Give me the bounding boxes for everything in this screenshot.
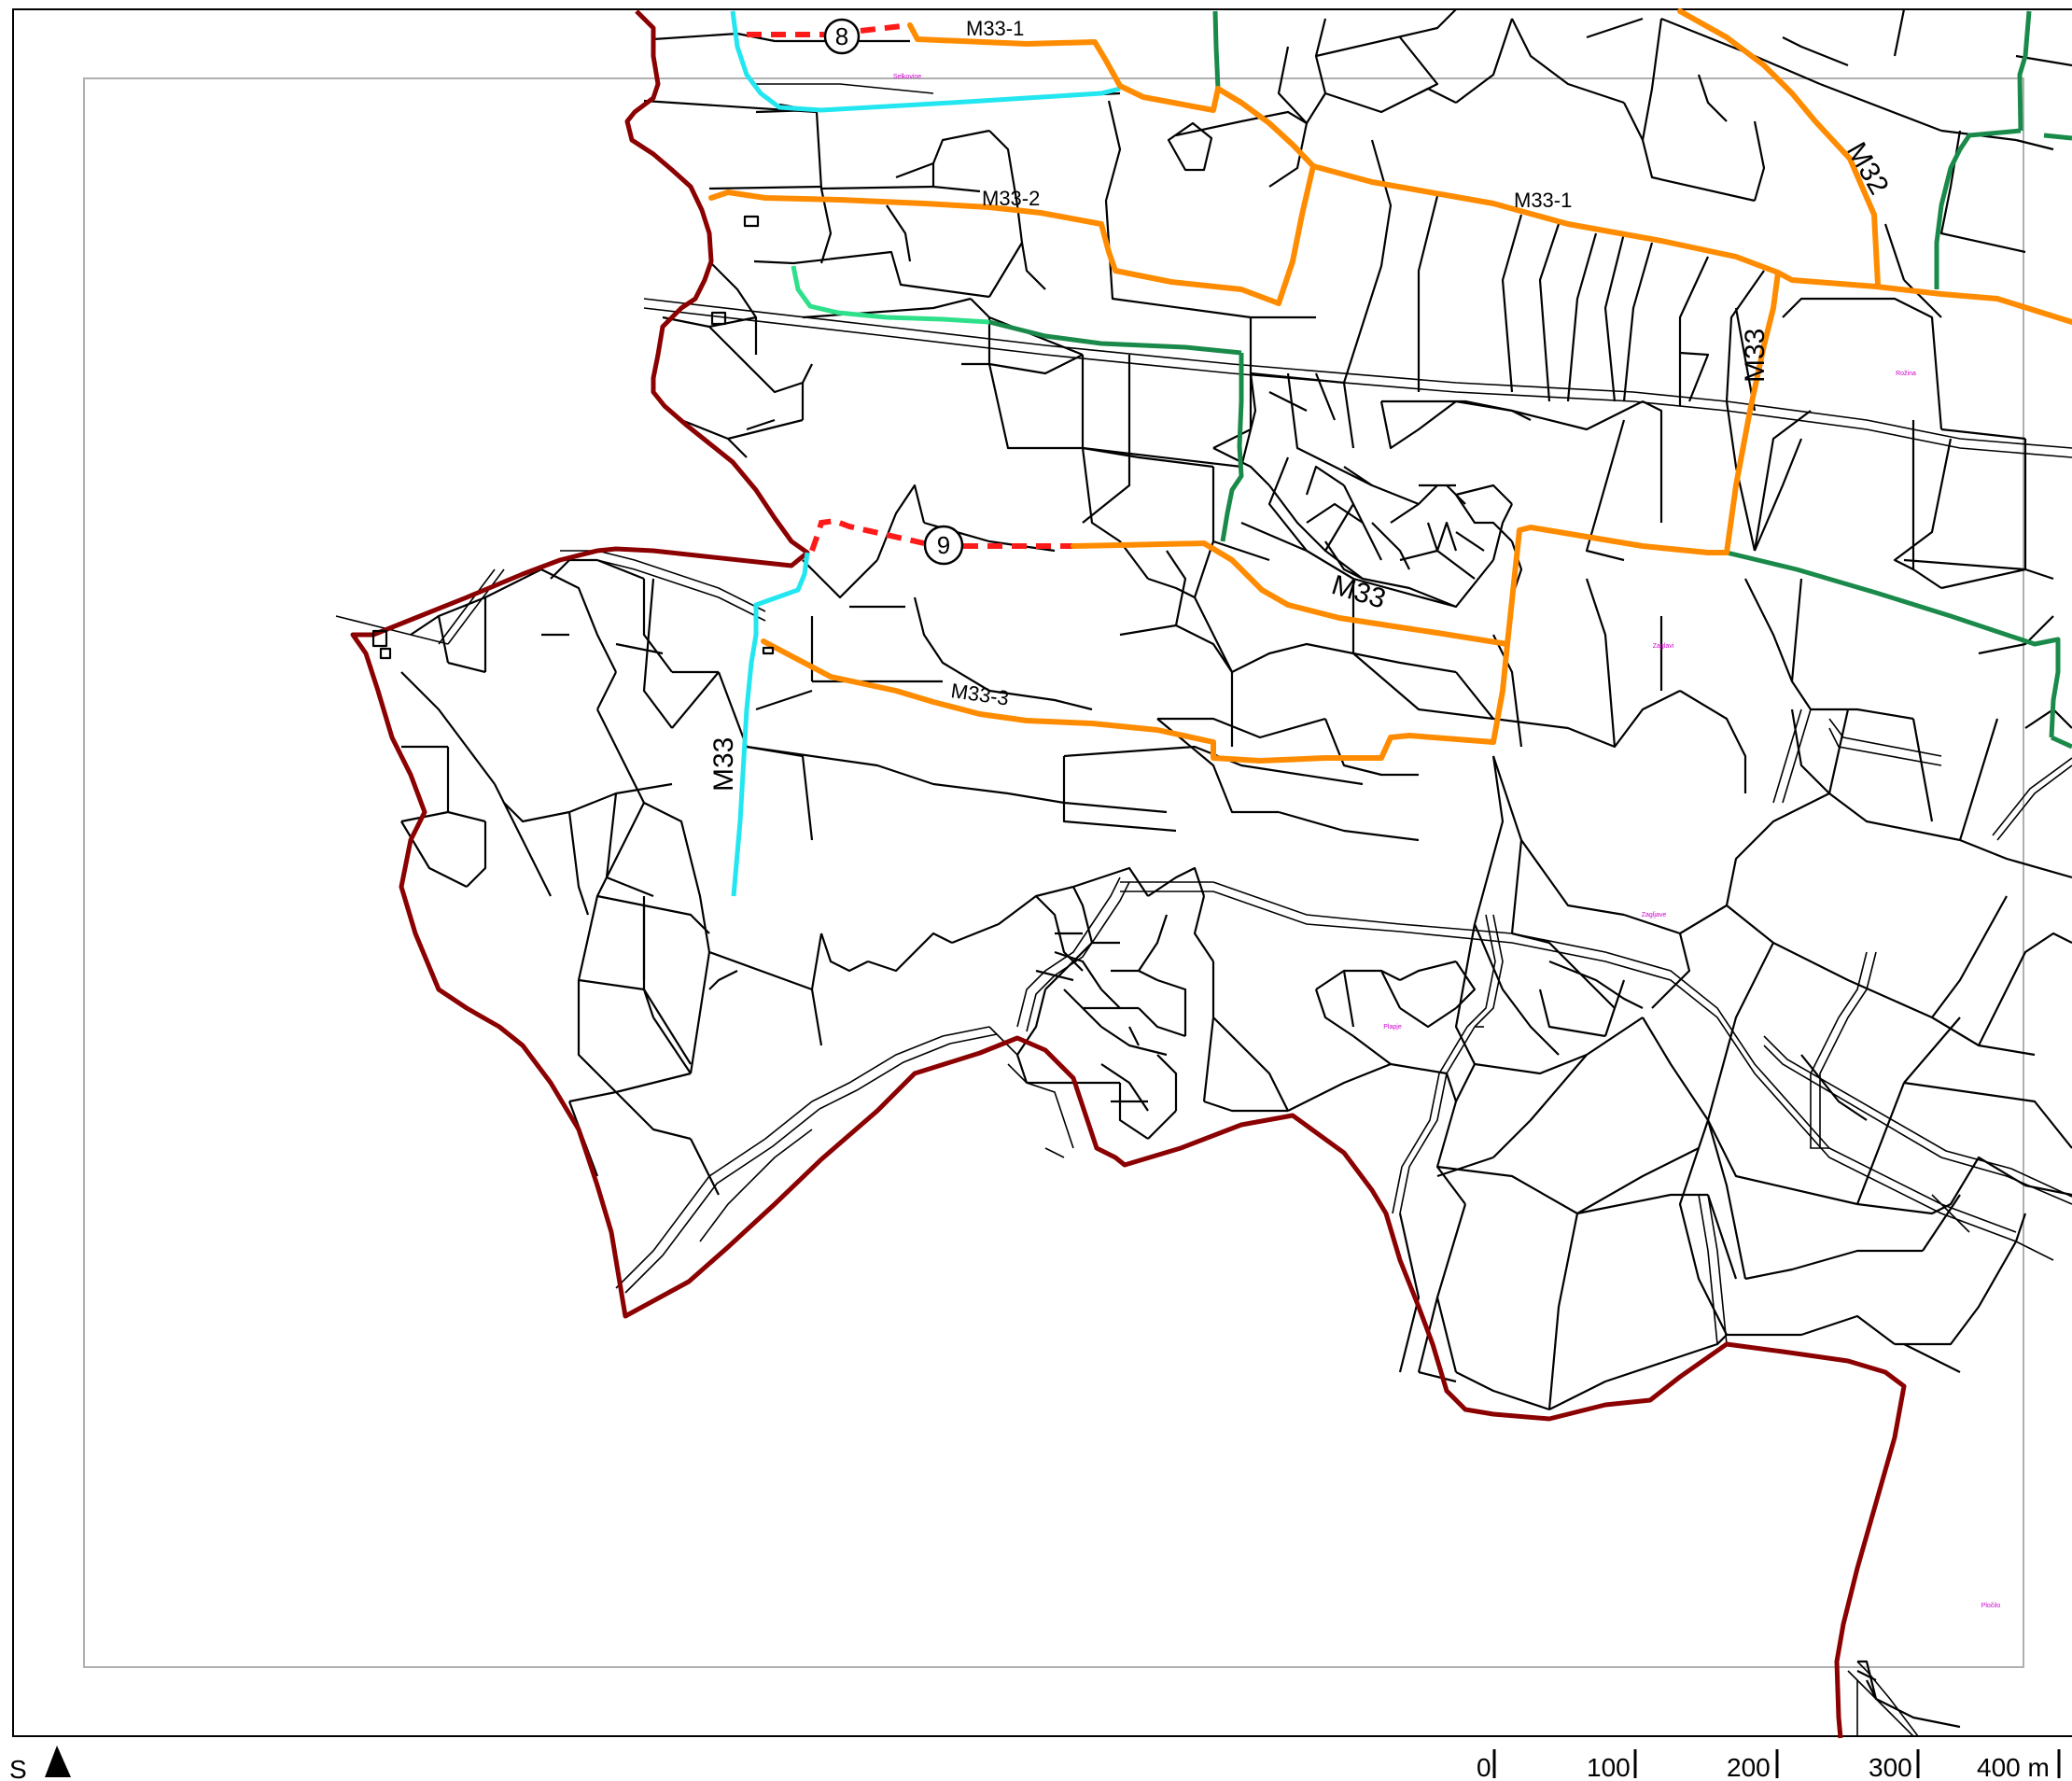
place-name-1: Selkovine	[893, 74, 921, 80]
scale-bar: 0 100 200 300 400 m	[1477, 1749, 2061, 1781]
scale-label-400: 400 m	[1977, 1753, 2050, 1781]
place-name-4: Plapje	[1383, 1024, 1402, 1031]
node-9: 9	[923, 525, 964, 566]
route-label-m33-3: M33-3	[949, 679, 1010, 709]
route-labels: M33-1 M33-1 M33-2 M33-3 M33 M33 M33 M32	[708, 17, 1895, 792]
scale-label-0: 0	[1477, 1753, 1491, 1781]
route-label-m33-center: M33	[1328, 569, 1389, 615]
place-names: Selkovine Zaglavi Zagljave Plapje Pločil…	[893, 74, 2001, 1609]
route-label-m33-west: M33	[708, 737, 739, 792]
place-name-2: Zaglavi	[1653, 643, 1674, 650]
place-name-5: Pločilo	[1981, 1603, 2001, 1609]
place-name-3: Zagljave	[1642, 912, 1667, 919]
parcel-network	[335, 8, 2072, 1737]
triangle-up-icon	[45, 1746, 71, 1777]
route-label-m33-2: M33-2	[982, 187, 1040, 210]
scale-label-300: 300	[1869, 1753, 1912, 1781]
node-8: 8	[823, 18, 861, 55]
route-label-m33-1-mid: M33-1	[1514, 189, 1572, 212]
route-label-m32: M32	[1841, 137, 1895, 200]
node-8-label: 8	[835, 22, 848, 50]
map-footer: S 0 100 200 300 400 m	[9, 1746, 2061, 1781]
buildings	[371, 121, 1213, 660]
route-label-m33-1-top: M33-1	[966, 17, 1024, 40]
orientation-letter: S	[9, 1755, 27, 1781]
inner-frame	[83, 77, 2024, 1668]
scale-label-100: 100	[1587, 1753, 1631, 1781]
map-frame	[12, 8, 2072, 1737]
cadastral-boundary	[350, 9, 1907, 1739]
route-label-m33-east: M33	[1740, 329, 1771, 383]
node-9-label: 9	[937, 531, 950, 559]
scale-label-200: 200	[1727, 1753, 1771, 1781]
place-name-6: Rožina	[1896, 371, 1916, 377]
route-network	[708, 8, 2072, 897]
